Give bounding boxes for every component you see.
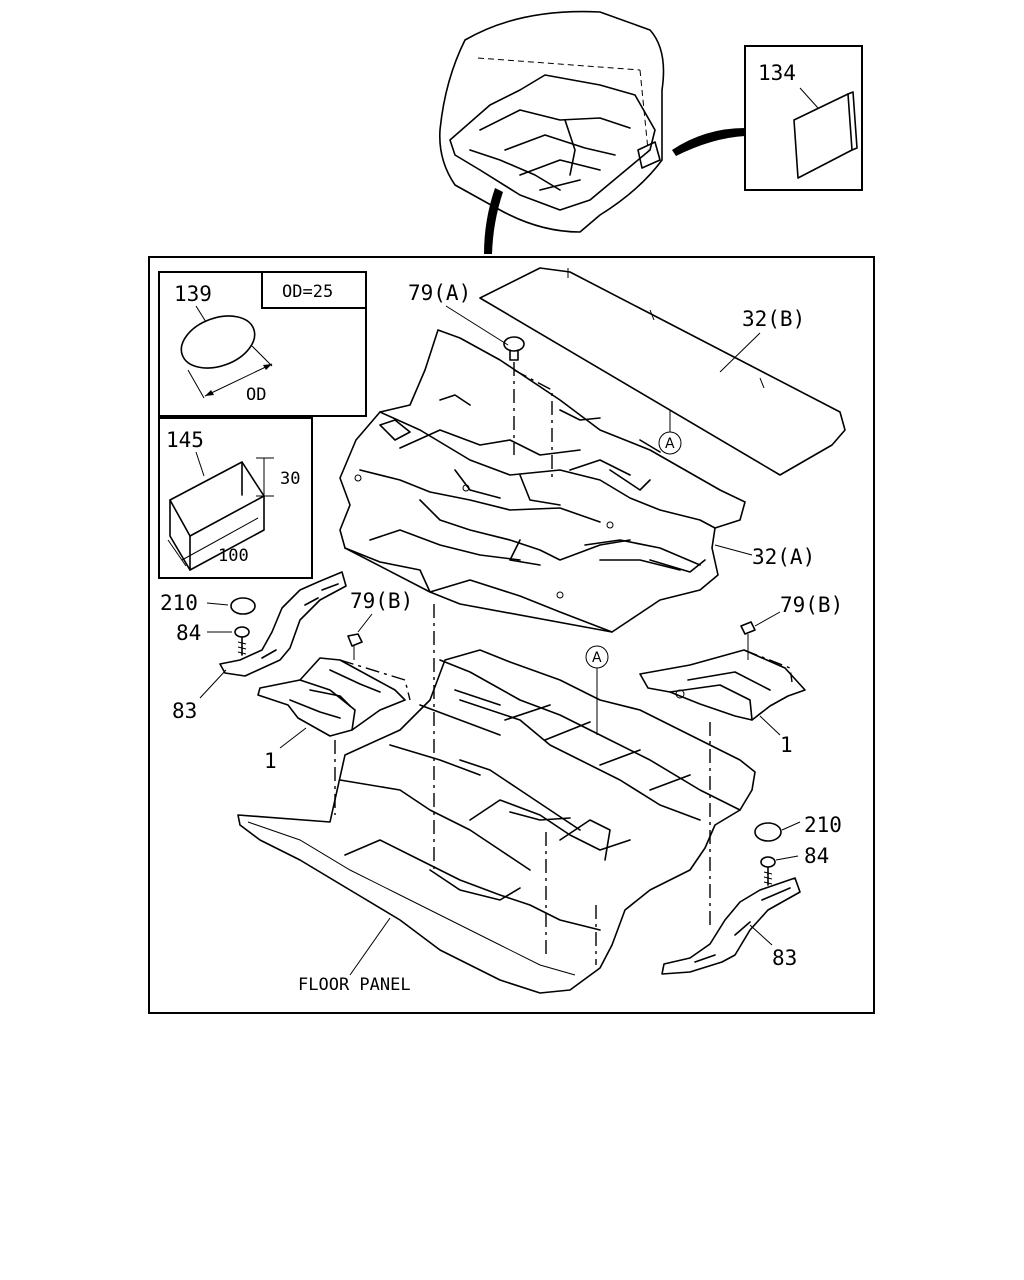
label-dim-100: 100 — [218, 546, 249, 566]
clip-icon — [740, 621, 756, 660]
label-32b: 32(B) — [742, 307, 805, 331]
leader-arrow-main — [484, 188, 503, 254]
label-floor-panel: FLOOR PANEL — [298, 975, 411, 995]
label-od-25: OD=25 — [282, 282, 333, 302]
floor-panel-icon — [237, 649, 756, 994]
label-1-left: 1 — [264, 749, 277, 773]
label-79a: 79(A) — [408, 281, 471, 305]
label-84-right: 84 — [804, 844, 829, 868]
label-134: 134 — [758, 61, 796, 85]
screw-icon — [760, 856, 776, 886]
label-dim-30: 30 — [280, 469, 300, 489]
label-79b-right: 79(B) — [780, 593, 843, 617]
bracket-icon — [219, 571, 347, 677]
marker-a-lower-text: A — [592, 650, 602, 666]
od-spec-box — [261, 271, 367, 309]
screw-icon — [234, 626, 250, 656]
label-79b-left: 79(B) — [350, 589, 413, 613]
alignment-line — [339, 659, 411, 701]
label-od: OD — [246, 385, 266, 405]
label-32a: 32(A) — [752, 545, 815, 569]
clip-icon — [503, 336, 525, 361]
label-210-right: 210 — [804, 813, 842, 837]
label-83-right: 83 — [772, 946, 797, 970]
insulator-1-left — [257, 657, 406, 737]
part-145-box — [158, 417, 313, 579]
floor-mat-32a — [339, 329, 746, 633]
plug-icon — [230, 597, 256, 615]
cab-overview-icon — [438, 10, 665, 233]
marker-a-upper-text: A — [665, 436, 675, 452]
pad-icon — [793, 91, 858, 179]
carpet-icon — [479, 267, 846, 476]
label-83-left: 83 — [172, 699, 197, 723]
alignment-line — [743, 649, 793, 683]
clip-icon — [347, 633, 363, 660]
label-139: 139 — [174, 282, 212, 306]
part-134-box — [744, 45, 863, 191]
plug-icon — [180, 315, 256, 369]
label-84-left: 84 — [176, 621, 201, 645]
leader-arrow-134 — [672, 128, 745, 156]
bracket-icon — [661, 877, 801, 975]
label-145: 145 — [166, 428, 204, 452]
plug-icon — [754, 822, 782, 842]
label-210-left: 210 — [160, 591, 198, 615]
label-1-right: 1 — [780, 733, 793, 757]
